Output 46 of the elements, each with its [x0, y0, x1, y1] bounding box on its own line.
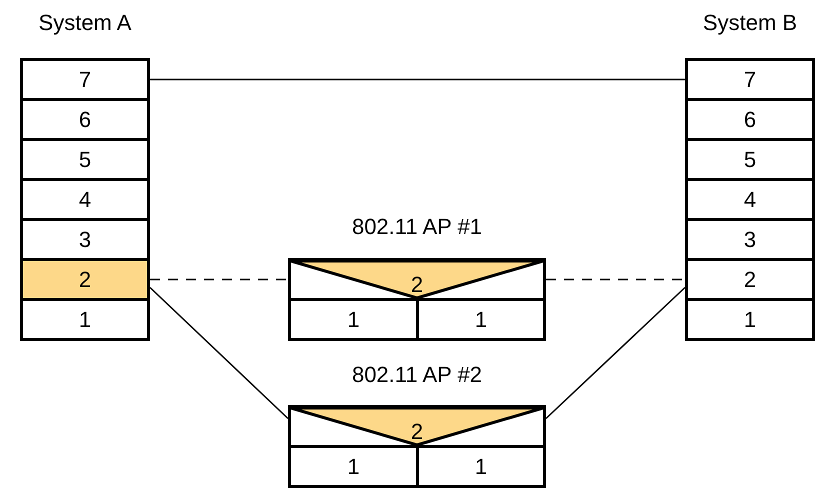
layer-box — [685, 138, 815, 181]
stack-heading: 802.11 AP #2 — [352, 364, 482, 386]
layer-box — [685, 218, 815, 261]
dashed-connector — [150, 278, 288, 280]
layer-box — [20, 98, 150, 141]
layer-number: 5 — [744, 148, 756, 170]
layer-number: 1 — [474, 308, 488, 330]
layer-box — [20, 298, 150, 341]
layer-number: 5 — [78, 148, 92, 170]
layer-number: 4 — [744, 188, 756, 210]
layer-box — [685, 98, 815, 141]
connector-line — [545, 286, 686, 420]
layer-number: 1 — [744, 308, 756, 330]
layer-number: 6 — [78, 108, 92, 130]
layer-box — [20, 138, 150, 181]
layer-box — [685, 298, 815, 341]
layer-number: 1 — [347, 308, 360, 330]
stack-heading: System A — [38, 12, 132, 34]
layer-number: 6 — [744, 108, 756, 130]
layer-box — [20, 58, 150, 101]
layer-box — [416, 298, 546, 341]
layer-box — [685, 258, 815, 301]
connector-line — [149, 286, 289, 420]
layer-number: 4 — [78, 188, 92, 210]
connector-line — [150, 78, 685, 80]
layer-box — [20, 178, 150, 221]
layer-number: 1 — [78, 308, 92, 330]
dashed-connector — [546, 278, 685, 280]
stack-heading: System B — [702, 12, 798, 34]
layer-number: 3 — [744, 228, 756, 250]
layer-box — [685, 178, 815, 221]
layer-number: 3 — [78, 228, 92, 250]
layer-number: 2 — [78, 268, 92, 290]
layer-box — [288, 298, 419, 341]
layer-number: 2 — [410, 420, 424, 442]
layer-box — [416, 445, 546, 488]
layer-number: 1 — [474, 456, 488, 478]
layer-number: 2 — [410, 274, 424, 296]
stack-heading: 802.11 AP #1 — [352, 216, 482, 238]
layer-number: 2 — [744, 268, 756, 290]
layer-number: 1 — [347, 456, 360, 478]
layer-number: 7 — [744, 68, 756, 90]
layer-box — [288, 445, 419, 488]
layer-box — [20, 258, 150, 301]
layer-number: 7 — [78, 68, 92, 90]
layer-box — [685, 58, 815, 101]
